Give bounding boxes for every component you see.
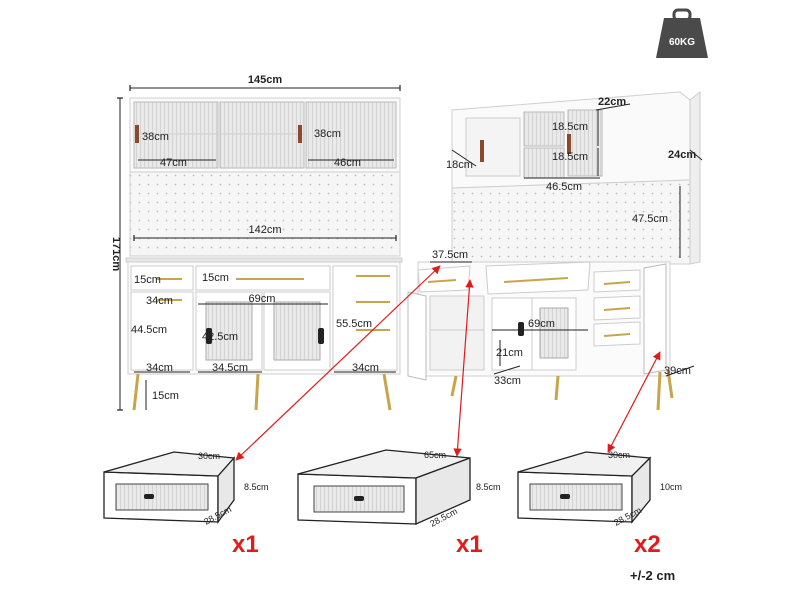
label-height-total: 171cm	[110, 237, 122, 271]
label-glass-door-height: 42.5cm	[202, 331, 238, 343]
label-width-total: 145cm	[248, 74, 282, 86]
label-top-drawer-width: 37.5cm	[432, 249, 468, 261]
leather-handle-right	[298, 125, 302, 143]
drawer-1-width: 30cm	[198, 451, 220, 461]
drawer-3-height: 10cm	[660, 482, 682, 492]
tolerance-note: +/-2 cm	[630, 568, 675, 583]
drawer-2-height: 8.5cm	[476, 482, 501, 492]
drawer-3-qty: x2	[634, 531, 661, 558]
label-side-depth: 18cm	[446, 159, 473, 171]
drawer-1: 30cm 8.5cm 28.5cm x1	[103, 451, 269, 558]
label-left-cabinet-height: 44.5cm	[131, 324, 167, 336]
label-upper-right-width: 46cm	[334, 157, 361, 169]
label-drawer-left-height: 15cm	[134, 274, 161, 286]
label-cubby-height-bottom: 18.5cm	[552, 151, 588, 163]
drawer-3-width: 30cm	[608, 450, 630, 460]
drawer-3: 30cm 10cm 28.5cm x2	[517, 450, 682, 558]
label-cubby-width: 46.5cm	[546, 181, 582, 193]
label-inner-height: 21cm	[496, 347, 523, 359]
open-view-dimensions	[430, 103, 703, 377]
label-glass-door-width: 34.5cm	[212, 362, 248, 374]
label-leg-height: 15cm	[152, 390, 179, 402]
open-view-labels: 22cm 18.5cm 18.5cm 18cm 24cm 46.5cm 47.5…	[432, 96, 696, 387]
label-pegboard-height: 47.5cm	[632, 213, 668, 225]
drawer-2: 65cm 8.5cm 28.5cm x1	[297, 449, 501, 558]
label-upper-depth: 24cm	[668, 149, 696, 161]
pegboard	[129, 171, 401, 257]
drawer-1-height: 8.5cm	[244, 482, 269, 492]
label-upper-door-right: 38cm	[314, 128, 341, 140]
label-upper-left-width: 47cm	[160, 157, 187, 169]
drawer-2-qty: x1	[456, 531, 483, 558]
label-pegboard-width: 142cm	[248, 224, 281, 236]
label-right-column-width: 34cm	[352, 362, 379, 374]
label-upper-door-left: 38cm	[142, 131, 169, 143]
label-center-width: 69cm	[249, 293, 276, 305]
weight-icon: 60KG	[656, 8, 708, 58]
label-base-depth: 39cm	[664, 365, 691, 377]
leather-handle-left	[135, 125, 139, 143]
label-left-cabinet-width: 34cm	[146, 362, 173, 374]
label-shelf-depth: 22cm	[598, 96, 626, 108]
label-inner-depth: 33cm	[494, 375, 521, 387]
pointer-arrows	[235, 265, 661, 461]
drawer-2-width: 65cm	[424, 450, 446, 460]
label-right-column-height: 55.5cm	[336, 318, 372, 330]
label-drawer-left-width: 34cm	[146, 295, 173, 307]
drawer-1-qty: x1	[232, 531, 259, 558]
label-inner-width: 69cm	[528, 318, 555, 330]
weight-label: 60KG	[669, 37, 695, 48]
label-drawer-center-height: 15cm	[202, 272, 229, 284]
label-cubby-height-top: 18.5cm	[552, 121, 588, 133]
